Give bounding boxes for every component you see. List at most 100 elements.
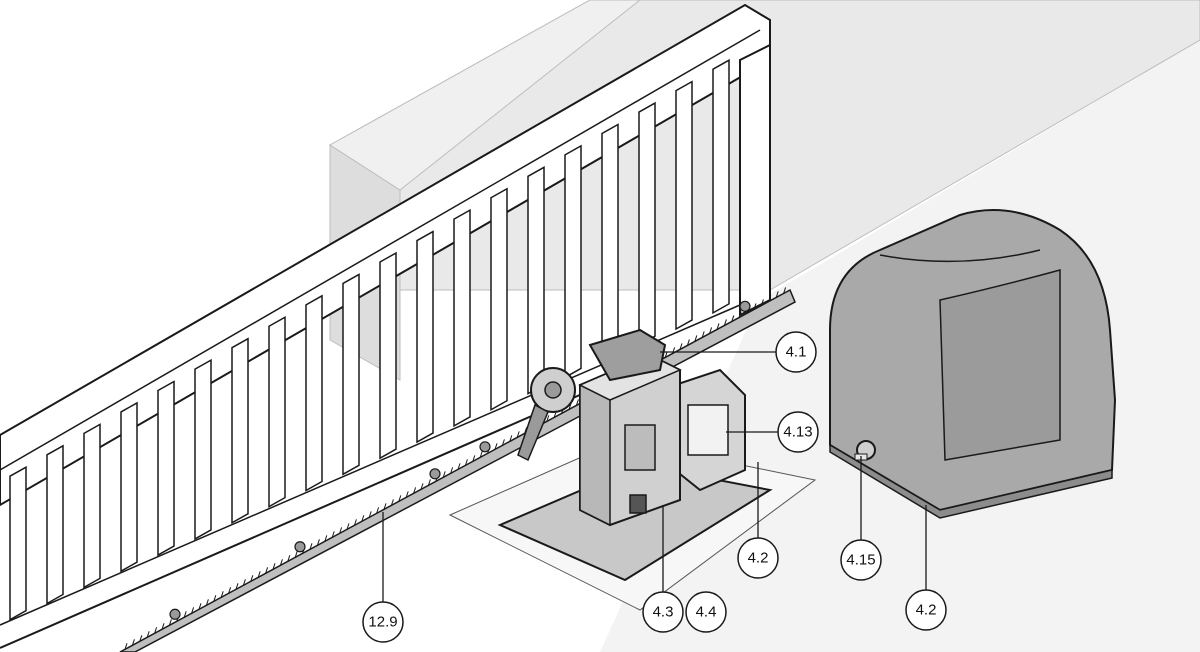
gear-rack-tooth (257, 571, 261, 578)
gate-end-post (739, 43, 771, 317)
gear-rack-tooth (235, 583, 239, 590)
gear-rack-tooth (405, 491, 409, 498)
gear-rack-tooth (516, 431, 520, 438)
gate-picket (268, 315, 286, 508)
gear-rack-tooth (361, 515, 365, 522)
callout-leader-lines (382, 351, 927, 602)
callout-4-2b: 4.2 (905, 589, 947, 631)
gate-picket (416, 230, 434, 444)
gear-rack-tooth (279, 559, 283, 566)
gear-rack-bolts (169, 300, 751, 620)
gear-rack-tooth (501, 439, 505, 446)
gate-picket (712, 58, 730, 315)
callout-4-1-label: 4.1 (786, 344, 807, 361)
callout-4-2b-label: 4.2 (916, 602, 937, 619)
gear-rack-tooth (316, 539, 320, 546)
key-switch (629, 494, 647, 514)
callout-4-13: 4.13 (777, 411, 819, 453)
gear-rack-tooth (457, 463, 461, 470)
gear-rack-tooth (205, 599, 209, 606)
gear-rack-tooth (472, 455, 476, 462)
rack-bolt (429, 468, 441, 480)
gear-rack-tooth (413, 487, 417, 494)
gate-picket (638, 101, 656, 347)
control-board (687, 404, 729, 456)
callout-4-2a-circle (737, 537, 779, 579)
gate-top-rail (0, 3, 771, 507)
callout-4-3-circle (642, 591, 684, 633)
gear-rack-tooth (213, 595, 217, 602)
gear-rack-tooth (575, 399, 579, 406)
gate-picket (194, 358, 212, 541)
gear-rack-tooth (124, 643, 128, 650)
gate-picket (601, 123, 619, 363)
callout-4-2a: 4.2 (737, 537, 779, 579)
callout-4-4: 4.4 (685, 591, 727, 633)
gear-rack-tooth (731, 315, 735, 322)
gear-rack-tooth (494, 443, 498, 450)
gate-picket (120, 401, 138, 573)
gear-rack-tooth (339, 527, 343, 534)
gear-rack-tooth (464, 459, 468, 466)
rack-bolt (169, 608, 181, 620)
callout-4-2b-circle (905, 589, 947, 631)
gear-rack-tooth (709, 327, 713, 334)
gate-picket (46, 444, 64, 605)
gear-rack-tooth (420, 483, 424, 490)
gear-rack-tooth (376, 507, 380, 514)
gear-rack-tooth (146, 631, 150, 638)
gear-rack-tooth (760, 299, 764, 306)
gate-picket (305, 294, 323, 492)
manual-release-hub (544, 381, 562, 399)
gear-rack-tooth (716, 323, 720, 330)
gate-picket (379, 251, 397, 460)
gate-picket (157, 380, 175, 557)
gear-rack-tooth (450, 467, 454, 474)
gear-rack-tooth (738, 311, 742, 318)
gear-rack-tooth (346, 523, 350, 530)
callout-4-13-circle (777, 411, 819, 453)
gear-rack-tooth (250, 575, 254, 582)
gear-rack-tooth (353, 519, 357, 526)
callout-4-4-circle (685, 591, 727, 633)
gear-rack-tooth (701, 331, 705, 338)
motor-cover-side-panel (939, 269, 1061, 461)
gear-rack-tooth (183, 611, 187, 618)
gear-rack-tooth (242, 579, 246, 586)
gear-rack-tooth (768, 295, 772, 302)
gear-rack-tooth (686, 339, 690, 346)
gear-rack-tooth (272, 563, 276, 570)
callout-4-15-label: 4.15 (846, 552, 875, 569)
gear-rack-tooth (753, 303, 757, 310)
motor-body-front (579, 383, 611, 527)
gear-rack-tooth (161, 623, 165, 630)
callout-4-1: 4.1 (775, 331, 817, 373)
sliding-gate (0, 3, 771, 649)
gear-rack-tooth (723, 319, 727, 326)
gate-top-rail-edge (0, 29, 761, 471)
callout-12-9: 12.9 (362, 601, 404, 643)
gate-picket (527, 166, 545, 395)
callout-4-4-label: 4.4 (696, 604, 717, 621)
gate-pickets (9, 58, 730, 621)
gear-rack-tooth (775, 291, 779, 298)
callout-12-9-label: 12.9 (368, 614, 397, 631)
wall-top (329, 0, 641, 191)
rack-bolt (294, 541, 306, 553)
motor-cover-top-ridge (879, 249, 1041, 263)
manual-release-lever (517, 403, 549, 462)
gear-rack-tooth (694, 335, 698, 342)
gear-rack-tooth (442, 471, 446, 478)
motor-gearbox-top (588, 328, 667, 382)
rack-bolt (479, 441, 491, 453)
callout-4-15-circle (840, 539, 882, 581)
gear-rack-tooth (154, 627, 158, 634)
callout-4-3-label: 4.3 (653, 604, 674, 621)
gear-rack-tooth (331, 531, 335, 538)
gear-rack-tooth (131, 639, 135, 646)
callout-4-15: 4.15 (840, 539, 882, 581)
callout-4-13-label: 4.13 (783, 424, 812, 441)
gear-rack-tooth (168, 619, 172, 626)
gate-picket (453, 208, 471, 428)
